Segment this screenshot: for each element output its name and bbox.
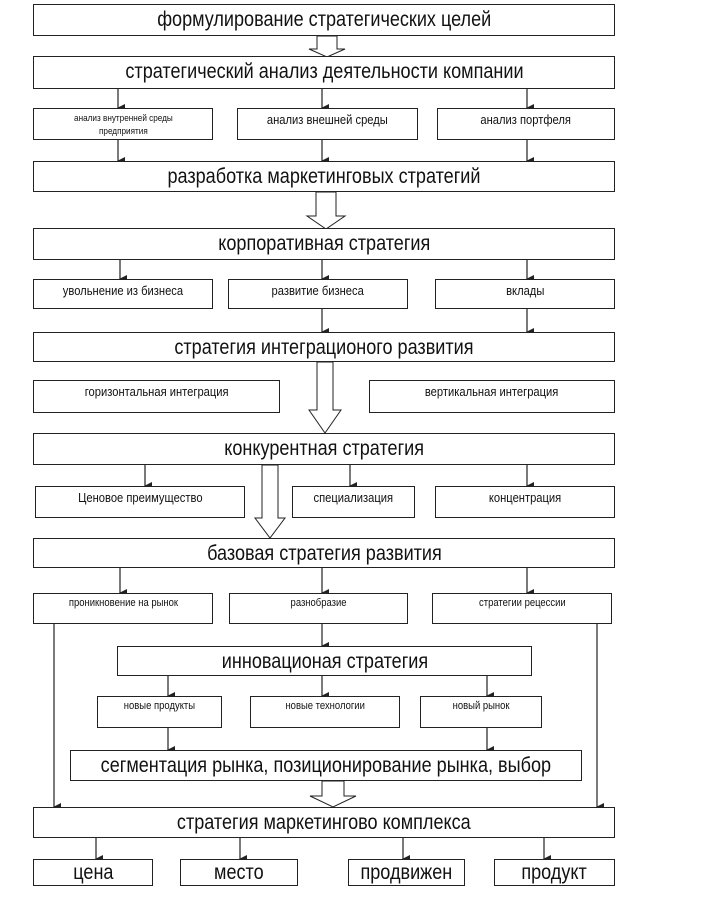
- node-segmentation: сегментация рынка, позиционирование рынк…: [70, 750, 582, 781]
- node-new-tech: новые технологии: [250, 696, 400, 728]
- node-place: место: [180, 859, 298, 886]
- node-innovation: инновационая стратегия: [117, 646, 532, 676]
- node-new-market: новый рынок: [420, 696, 542, 728]
- node-recession: стратегии рецессии: [432, 593, 612, 624]
- node-development: разработка маркетинговых стратегий: [33, 161, 615, 192]
- node-concentration: концентрация: [435, 486, 615, 518]
- node-specialization: специализация: [292, 486, 415, 518]
- node-investments: вклады: [435, 279, 615, 309]
- node-goals: формулирование стратегических целей: [33, 4, 615, 36]
- node-promotion: продвижен: [348, 859, 465, 886]
- node-exit: увольнение из бизнеса: [33, 279, 213, 309]
- node-portfolio: анализ портфеля: [437, 108, 615, 140]
- node-internal: анализ внутренней среды предприятия: [33, 108, 213, 140]
- hollow-arrow: [305, 191, 347, 230]
- hollow-arrow: [254, 464, 286, 539]
- node-marketing-mix: стратегия маркетингово комплекса: [33, 807, 615, 838]
- node-price: цена: [33, 859, 153, 886]
- node-penetration: проникновение на рынок: [33, 593, 213, 624]
- node-diversity: разнобразие: [229, 593, 408, 624]
- node-integration: стратегия интеграционого развития: [33, 332, 615, 362]
- node-product: продукт: [494, 859, 615, 886]
- node-new-products: новые продукты: [97, 696, 222, 728]
- node-corporate: корпоративная стратегия: [33, 228, 615, 260]
- hollow-arrow: [308, 35, 346, 58]
- node-analysis: стратегический анализ деятельности компа…: [33, 56, 615, 89]
- hollow-arrow: [309, 780, 357, 808]
- node-horizontal: горизонтальная интеграция: [33, 380, 280, 413]
- node-external: анализ внешней среды: [237, 108, 418, 140]
- node-base: базовая стратегия развития: [33, 538, 615, 568]
- hollow-arrow: [308, 361, 342, 434]
- node-vertical: вертикальная интеграция: [369, 380, 615, 413]
- node-growth: развитие бизнеса: [228, 279, 408, 309]
- node-competitive: конкурентная стратегия: [33, 433, 615, 465]
- node-price-advantage: Ценовое преимущество: [35, 486, 245, 518]
